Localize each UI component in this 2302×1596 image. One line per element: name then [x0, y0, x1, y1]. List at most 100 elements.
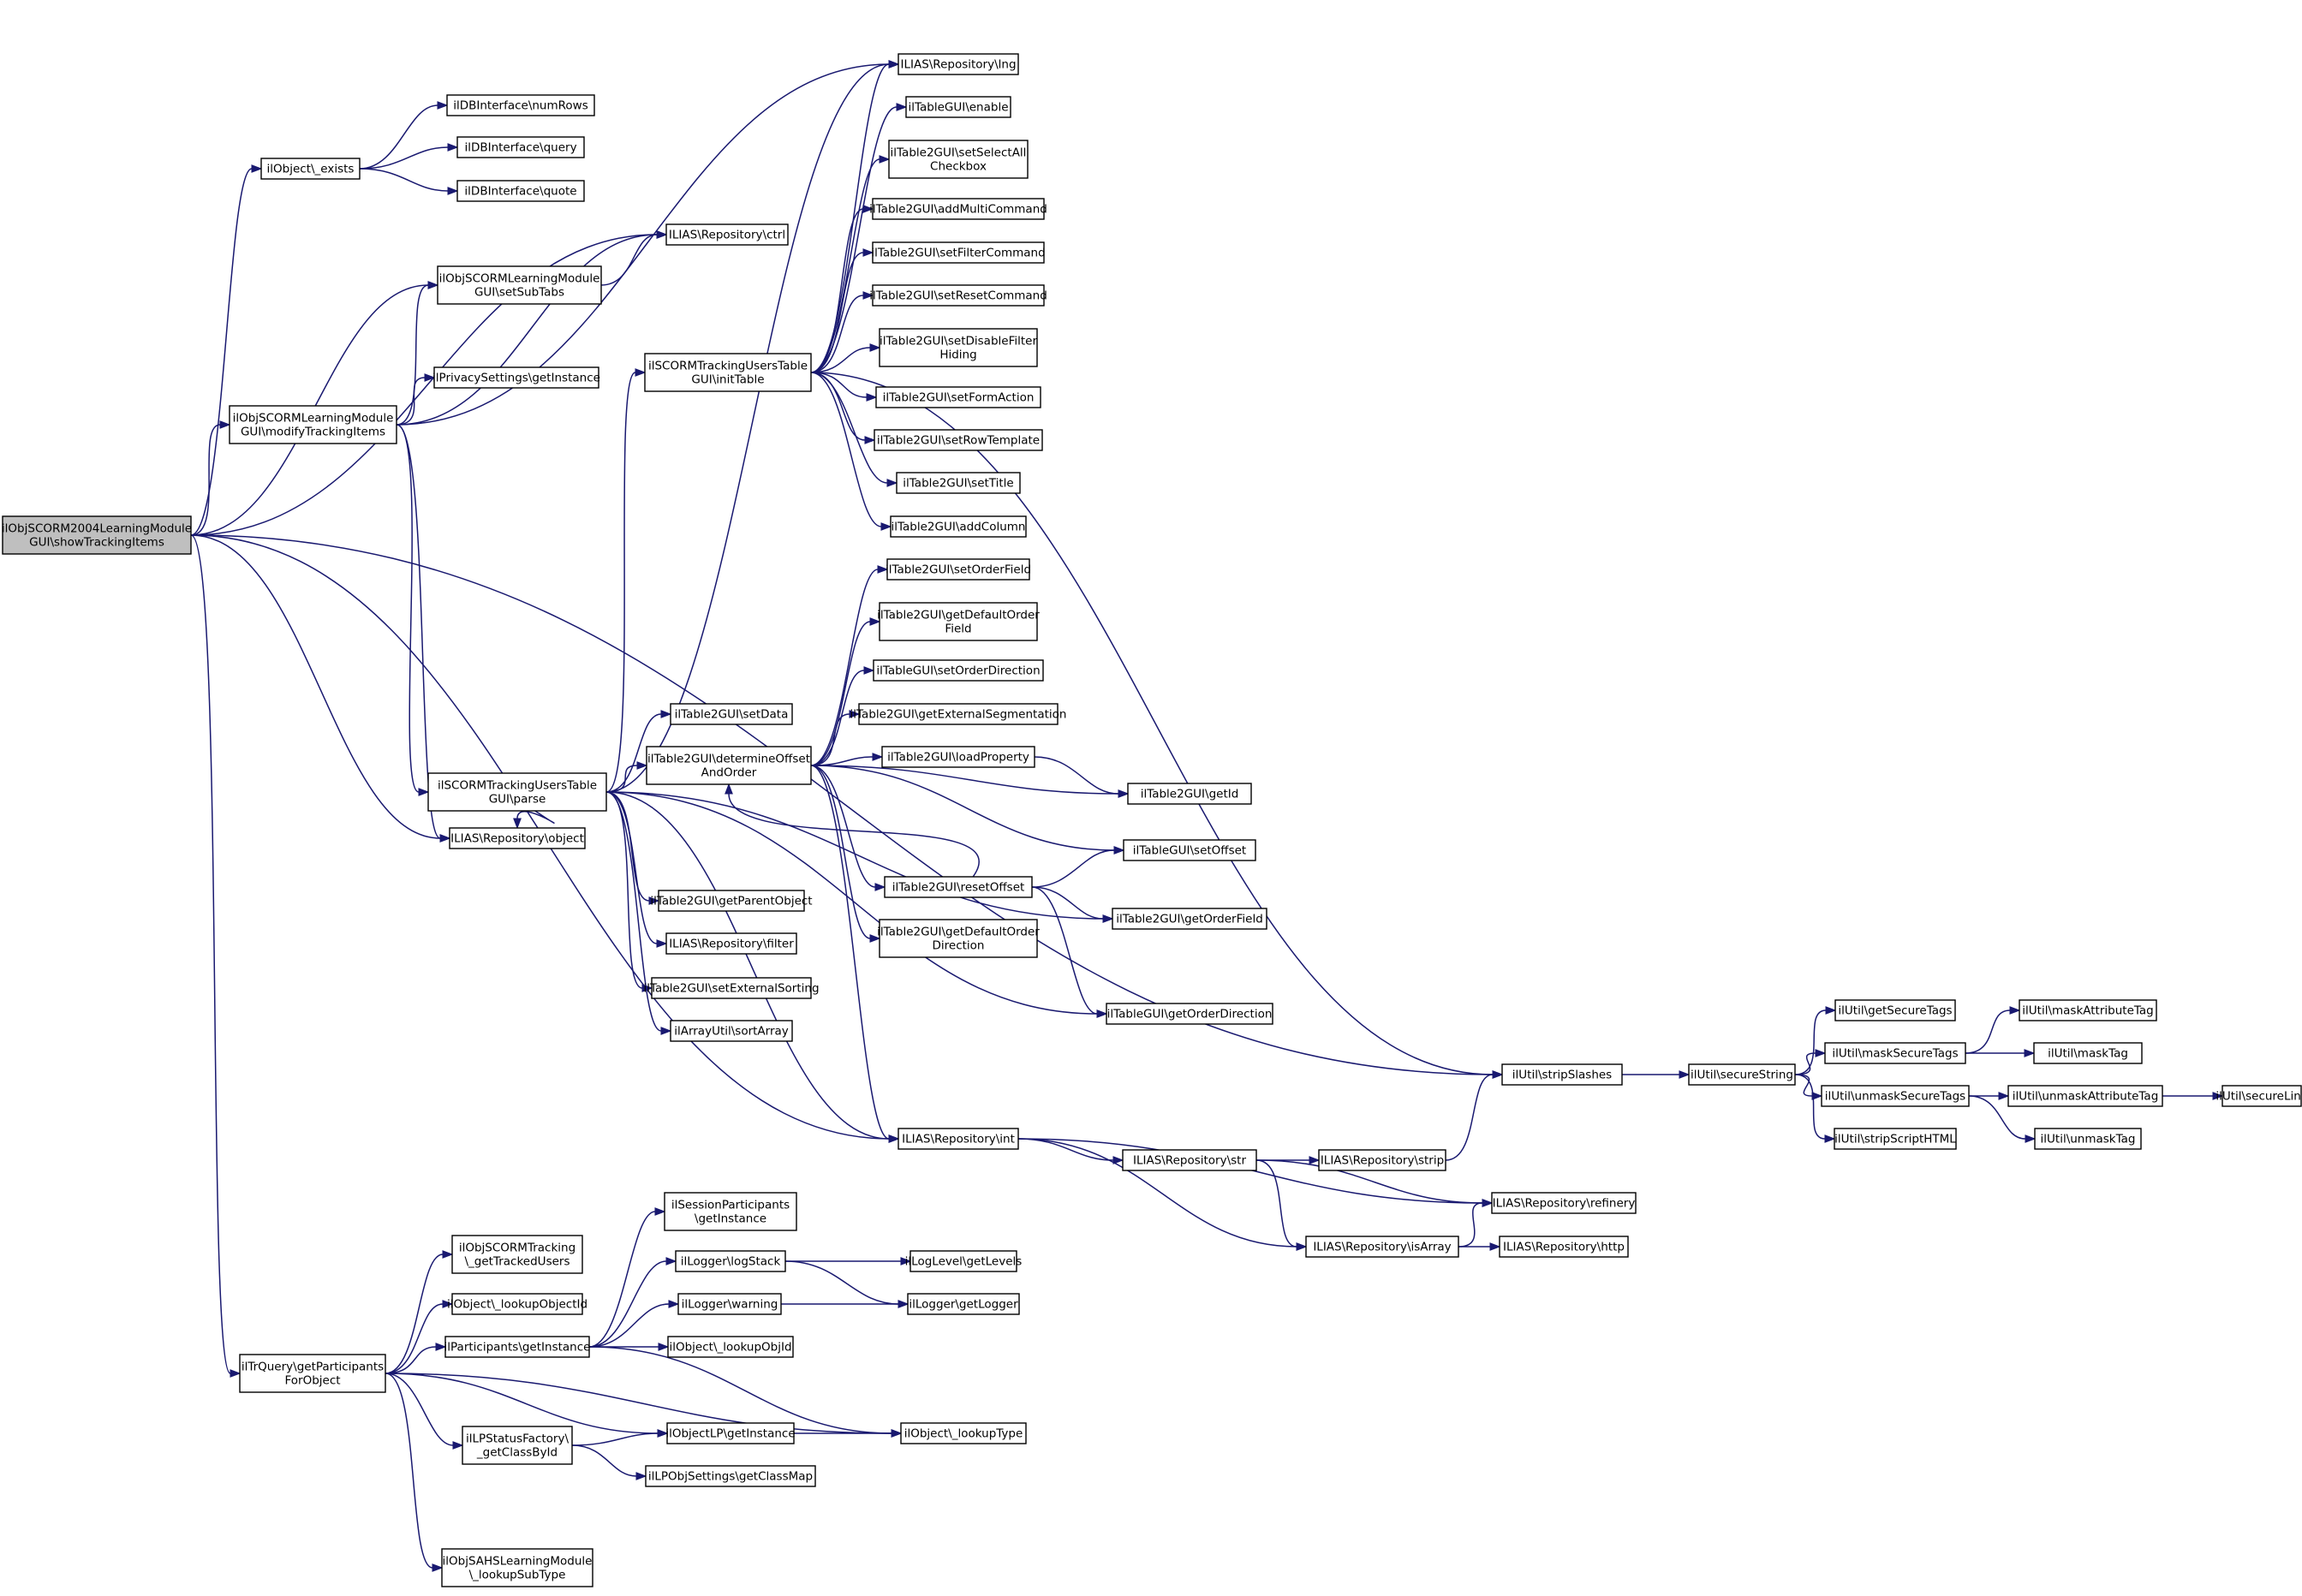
edge-arrowhead: [862, 291, 874, 300]
graph-node-ilutil-stripscripthtml[interactable]: ilUtil\stripScriptHTML: [1834, 1128, 1957, 1150]
graph-edge: [190, 234, 658, 536]
graph-node-ilsessionparticipants-getinstance[interactable]: ilSessionParticipants\getInstance: [664, 1192, 797, 1231]
graph-node-illogger-logstack[interactable]: ilLogger\logStack: [675, 1250, 786, 1272]
graph-node-iltable2gui-setfiltercommand[interactable]: ilTable2GUI\setFilterCommand: [871, 241, 1046, 264]
node-label: ilTable2GUI\addMultiCommand: [869, 203, 1047, 217]
graph-node-ilias-repository-filter[interactable]: ILIAS\Repository\filter: [665, 932, 797, 955]
graph-node-ilutil-maskattributetag[interactable]: ilUtil\maskAttributeTag: [2019, 999, 2157, 1021]
graph-edge: [396, 424, 420, 793]
graph-node-ilparticipants-getinstance[interactable]: ilParticipants\getInstance: [444, 1336, 591, 1358]
node-box: [872, 198, 1045, 220]
node-label: ilObject\_lookupObjId: [669, 1341, 791, 1355]
graph-node-illoglevel-getlevels[interactable]: ilLogLevel\getLevels: [905, 1250, 1023, 1272]
graph-node-iltable2gui-loadproperty[interactable]: ilTable2GUI\loadProperty: [881, 746, 1035, 768]
node-box: [900, 1422, 1027, 1444]
graph-node-ilarrayutil-sortarray[interactable]: ilArrayUtil\sortArray: [670, 1020, 793, 1042]
graph-node-iltable2gui-getparentobject[interactable]: ilTable2GUI\getParentObject: [650, 890, 813, 912]
edge-arrowhead: [513, 818, 522, 830]
graph-node-ilobjsahslearningmodule-lookupsubtype[interactable]: ilObjSAHSLearningModule\_lookupSubType: [441, 1548, 593, 1587]
graph-node-ilutil-unmasktag[interactable]: ilUtil\unmaskTag: [2034, 1128, 2142, 1150]
graph-edge: [810, 372, 866, 441]
graph-node-ilutil-securelink[interactable]: ilUtil\secureLink: [2216, 1085, 2302, 1107]
graph-node-ilias-repository-lng[interactable]: ILIAS\Repository\lng: [898, 53, 1019, 75]
graph-node-iltablegui-setoffset[interactable]: ilTableGUI\setOffset: [1123, 839, 1256, 861]
graph-node-ilias-repository-isarray[interactable]: ILIAS\Repository\isArray: [1305, 1236, 1459, 1258]
graph-node-iltablegui-enable[interactable]: ilTableGUI\enable: [905, 96, 1011, 118]
graph-node-ilutil-stripslashes[interactable]: ilUtil\stripSlashes: [1501, 1063, 1623, 1086]
graph-node-iltablegui-setorderdirection[interactable]: ilTableGUI\setOrderDirection: [873, 659, 1044, 682]
graph-node-illpobjsettings-getclassmap[interactable]: ilLPObjSettings\getClassMap: [645, 1465, 816, 1487]
node-box: [1123, 839, 1256, 861]
graph-edge: [605, 713, 662, 793]
graph-node-iltable2gui-setdata[interactable]: ilTable2GUI\setData: [670, 703, 793, 725]
graph-node-iltable2gui-settitle[interactable]: ilTable2GUI\setTitle: [896, 472, 1021, 494]
graph-node-iltable2gui-setresetcommand[interactable]: ilTable2GUI\setResetCommand: [869, 284, 1047, 307]
graph-node-ildbinterface-numrows[interactable]: ilDBInterface\numRows: [446, 94, 595, 116]
graph-edge: [810, 670, 865, 766]
graph-node-ilias-repository-int[interactable]: ILIAS\Repository\int: [898, 1128, 1019, 1150]
edge-arrowhead: [1096, 1009, 1108, 1018]
graph-node-ilias-repository-http[interactable]: ILIAS\Repository\http: [1499, 1236, 1629, 1258]
graph-edge: [190, 534, 441, 839]
graph-node-ilutil-unmaskattributetag[interactable]: ilUtil\unmaskAttributeTag: [2007, 1085, 2163, 1107]
edge-arrowhead: [1998, 1092, 2010, 1100]
graph-node-illpstatusfactory-getclassbyid[interactable]: ilLPStatusFactory\_getClassById: [462, 1426, 573, 1465]
graph-node-iltable2gui-resetoffset[interactable]: ilTable2GUI\resetOffset: [884, 876, 1033, 898]
graph-node-ilutil-masksecuretags[interactable]: ilUtil\maskSecureTags: [1824, 1042, 1966, 1064]
graph-edge: [810, 208, 864, 373]
graph-node-ilias-repository-refinery[interactable]: ILIAS\Repository\refinery: [1491, 1192, 1637, 1214]
graph-node-ilias-repository-strip[interactable]: ILIAS\Repository\strip: [1318, 1149, 1446, 1171]
graph-node-ilobject-lookupobjectid[interactable]: ilObject\_lookupObjectId: [447, 1293, 587, 1315]
node-box: [1491, 1192, 1637, 1214]
graph-node-ilutil-unmasksecuretags[interactable]: ilUtil\unmaskSecureTags: [1821, 1085, 1970, 1107]
graph-node-ilobjectlp-getinstance[interactable]: ilObjectLP\getInstance: [665, 1422, 796, 1444]
graph-edge: [1031, 886, 1104, 920]
graph-node-iltable2gui-setorderfield[interactable]: ilTable2GUI\setOrderField: [886, 558, 1031, 581]
graph-node-ilobjscormtracking-gettrackedusers[interactable]: ilObjSCORMTracking\_getTrackedUsers: [451, 1235, 583, 1274]
graph-node-ilprivacysettings-getinstance[interactable]: ilPrivacySettings\getInstance: [432, 366, 600, 389]
graph-node-illogger-getlogger[interactable]: ilLogger\getLogger: [907, 1293, 1020, 1315]
graph-node-ilobject-exists[interactable]: ilObject\_exists: [260, 158, 361, 180]
graph-node-ilutil-getsecuretags[interactable]: ilUtil\getSecureTags: [1834, 999, 1956, 1021]
node-label: Hiding: [939, 348, 976, 362]
graph-node-iltable2gui-addcolumn[interactable]: ilTable2GUI\addColumn: [890, 515, 1027, 538]
graph-node-iltable2gui-addmulticommand[interactable]: ilTable2GUI\addMultiCommand: [869, 198, 1047, 220]
graph-edge: [385, 1373, 659, 1434]
graph-node-ilias-repository-ctrl[interactable]: ILIAS\Repository\ctrl: [665, 223, 789, 246]
graph-node-ilobject-lookupobjid[interactable]: ilObject\_lookupObjId: [667, 1336, 794, 1358]
graph-node-iltable2gui-getorderfield[interactable]: ilTable2GUI\getOrderField: [1112, 908, 1267, 930]
graph-node-ilias-repository-object[interactable]: ILIAS\Repository\object: [449, 827, 586, 849]
graph-node-ilias-repository-str[interactable]: ILIAS\Repository\str: [1122, 1149, 1257, 1171]
graph-node-iltable2gui-setexternalsorting[interactable]: ilTable2GUI\setExternalSorting: [643, 977, 820, 999]
graph-node-ilutil-securestring[interactable]: ilUtil\secureString: [1688, 1063, 1796, 1086]
node-box: [872, 284, 1045, 307]
graph-node-ildbinterface-quote[interactable]: ilDBInterface\quote: [456, 180, 585, 202]
graph-node-iltablegui-getorderdirection[interactable]: ilTableGUI\getOrderDirection: [1106, 1003, 1273, 1025]
node-label: ilUtil\maskAttributeTag: [2022, 1004, 2153, 1018]
graph-node-iltable2gui-setformaction[interactable]: ilTable2GUI\setFormAction: [875, 386, 1041, 408]
graph-node-ilutil-masktag[interactable]: ilUtil\maskTag: [2033, 1042, 2143, 1064]
node-label: ilTable2GUI\getDefaultOrder: [877, 609, 1040, 622]
graph-node-ilobject-lookuptype[interactable]: ilObject\_lookupType: [900, 1422, 1027, 1444]
graph-node-ilobjscorm2004learningmodule-gui-showtrackingitems[interactable]: ilObjSCORM2004LearningModuleGUI\showTrac…: [2, 515, 192, 555]
graph-node-iltable2gui-getid[interactable]: ilTable2GUI\getId: [1127, 783, 1252, 805]
graph-node-iltable2gui-getexternalsegmentation[interactable]: ilTable2GUI\getExternalSegmentation: [850, 703, 1067, 725]
node-box: [888, 140, 1029, 179]
node-box: [2019, 999, 2157, 1021]
node-box: [896, 472, 1021, 494]
graph-node-illogger-warning[interactable]: ilLogger\warning: [677, 1293, 782, 1315]
graph-node-ilobjscormlearningmodule-gui-modifytrackingitems[interactable]: ilObjSCORMLearningModuleGUI\modifyTracki…: [229, 405, 397, 444]
node-label: ilSessionParticipants: [671, 1199, 790, 1212]
graph-node-ildbinterface-query[interactable]: ilDBInterface\query: [456, 136, 585, 158]
node-label: ilTableGUI\enable: [908, 101, 1008, 115]
graph-node-iltable2gui-setrowtemplate[interactable]: ilTable2GUI\setRowTemplate: [874, 429, 1043, 451]
